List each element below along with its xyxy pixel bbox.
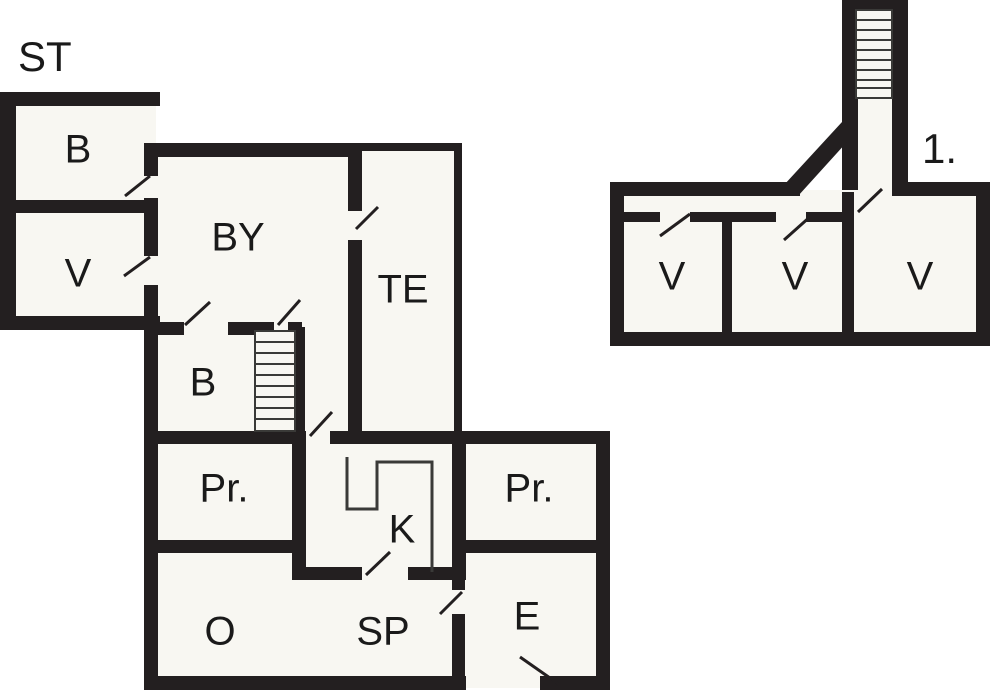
- wall-annex-divider: [0, 200, 148, 213]
- door-sp-e: [438, 590, 464, 616]
- wall-lower-right: [596, 431, 610, 688]
- wall-shaft-top: [842, 0, 908, 10]
- wall-corridor-c: [806, 212, 842, 222]
- ground-annex-walls: [0, 92, 160, 330]
- room-fill-first-block: [620, 190, 978, 338]
- wall-first-top-right: [892, 182, 990, 196]
- wall-by-left-c: [144, 285, 158, 329]
- wall-pr1-bottom: [148, 540, 306, 553]
- room-label-v-first-2: V: [782, 255, 809, 299]
- wall-corridor-b: [690, 212, 776, 222]
- wall-first-right: [976, 182, 990, 346]
- wall-k-right: [452, 436, 466, 568]
- wall-first-top-left: [610, 182, 800, 196]
- room-label-e: E: [514, 595, 541, 639]
- wall-by-te-b: [348, 240, 362, 436]
- wall-sp-e-b: [452, 614, 465, 684]
- wall-by-left-b: [144, 198, 158, 256]
- room-label-te: TE: [377, 268, 428, 312]
- room-label-v-first-1: V: [659, 255, 686, 299]
- wall-annex-bottom: [0, 316, 160, 330]
- room-label-pr2: Pr.: [505, 467, 554, 511]
- room-label-k: K: [389, 508, 416, 552]
- ground-main-walls: [144, 143, 610, 690]
- stairs-first: [855, 9, 893, 99]
- wall-lower-bottom-a: [144, 676, 466, 690]
- door-v-by: [123, 255, 151, 278]
- wall-pr2-bottom: [452, 540, 604, 553]
- wall-b2-top-a: [148, 322, 184, 335]
- wall-b2-bottom: [148, 431, 306, 444]
- door-by-b2-left: [183, 300, 212, 327]
- wall-te-right: [454, 143, 462, 440]
- wall-te-top: [356, 143, 462, 151]
- wall-by-left-d: [144, 329, 158, 440]
- wall-k-bottom-b: [408, 567, 466, 580]
- first-floor-plan: V V V 1.: [610, 0, 990, 346]
- plan-title-first: 1.: [922, 125, 957, 172]
- door-v2: [783, 213, 813, 242]
- wall-pr1-right: [292, 444, 306, 580]
- door-e-exterior: [519, 655, 561, 687]
- door-k-sp: [364, 550, 392, 577]
- wall-first-bottom: [610, 332, 990, 346]
- plan-title-ground: ST: [18, 33, 72, 80]
- wall-v1-v2-divider: [722, 212, 732, 336]
- room-label-pr1: Pr.: [200, 467, 249, 511]
- room-label-sp: SP: [356, 610, 409, 654]
- wall-k-bottom-a: [292, 567, 362, 580]
- room-fill-te: [356, 143, 462, 436]
- wall-by-top: [144, 143, 356, 157]
- ground-door-swings: [123, 174, 561, 687]
- room-label-by: BY: [211, 216, 264, 260]
- wall-lower-top: [330, 431, 610, 444]
- door-by-b2-right: [276, 299, 302, 326]
- wall-shaft-right: [892, 0, 908, 196]
- room-fill-by-block: [148, 143, 356, 436]
- room-label-b2: B: [190, 361, 217, 405]
- wall-lower-left: [144, 431, 158, 688]
- door-v3: [856, 187, 884, 214]
- kitchen-counter: [345, 457, 434, 572]
- room-label-o: O: [204, 610, 235, 654]
- wall-first-left: [610, 182, 624, 346]
- wall-v2-v3-divider: [842, 192, 854, 336]
- first-door-swings: [659, 187, 884, 242]
- door-v1: [659, 212, 691, 238]
- room-label-v-first-3: V: [907, 255, 934, 299]
- door-by-te: [354, 205, 380, 231]
- wall-annex-top: [0, 92, 160, 106]
- wall-diagonal: [784, 122, 856, 196]
- first-floor-walls: [610, 0, 990, 346]
- stairs-ground: [254, 330, 296, 432]
- room-label-b1: B: [65, 128, 92, 172]
- room-label-v1: V: [65, 252, 92, 296]
- door-b2-hall: [308, 410, 334, 438]
- ground-floor-plan: B V BY TE B Pr. K Pr. O SP E ST: [0, 33, 610, 690]
- door-b-by: [124, 174, 151, 198]
- wall-by-te-a: [348, 143, 362, 211]
- wall-corridor-a: [624, 212, 660, 222]
- wall-sp-e-a: [452, 568, 465, 590]
- wall-lower-bottom-b: [540, 676, 610, 690]
